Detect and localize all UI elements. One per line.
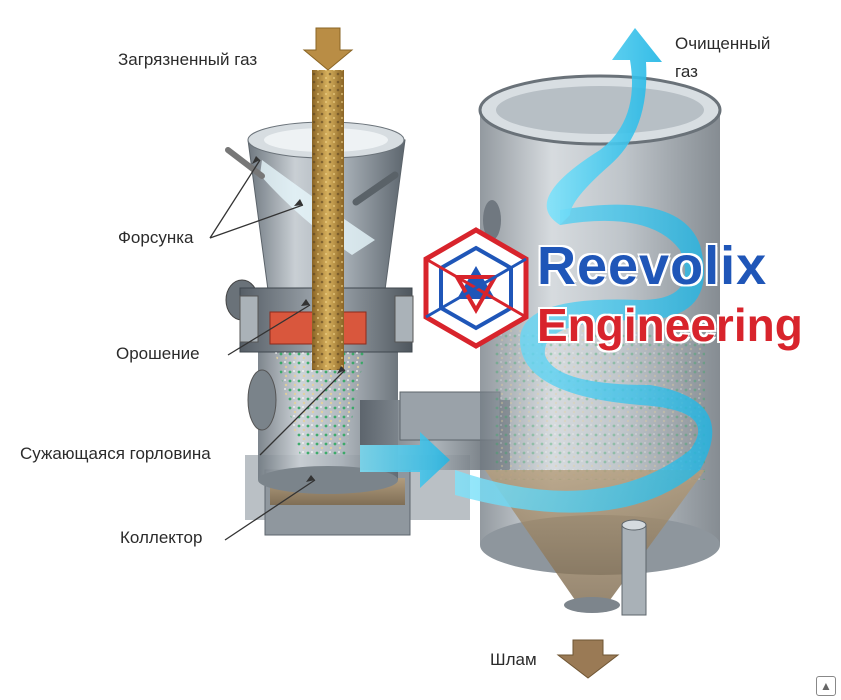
throat-label: Сужающаяся горловина <box>20 444 211 463</box>
watermark-icon: ▲ <box>816 676 836 696</box>
collector-label: Коллектор <box>120 528 203 547</box>
clean-gas-label-line1: Очищенный <box>675 34 771 53</box>
dirty-gas-stream <box>312 70 344 370</box>
irrigation-label: Орошение <box>116 344 200 363</box>
sludge-label: Шлам <box>490 650 537 669</box>
brand-name: Reevolix <box>537 236 768 296</box>
dirty-gas-arrow-icon <box>302 27 354 71</box>
brand-logo-icon <box>423 227 529 349</box>
nozzle-label: Форсунка <box>118 228 194 247</box>
brand-subtitle: Engineering <box>537 299 803 351</box>
leader-lines <box>209 159 346 541</box>
clean-gas-flow <box>360 28 713 513</box>
clean-gas-label-line2: газ <box>675 62 698 81</box>
dirty-gas-label: Загрязненный газ <box>118 50 258 69</box>
sludge-arrow-icon <box>556 639 620 679</box>
